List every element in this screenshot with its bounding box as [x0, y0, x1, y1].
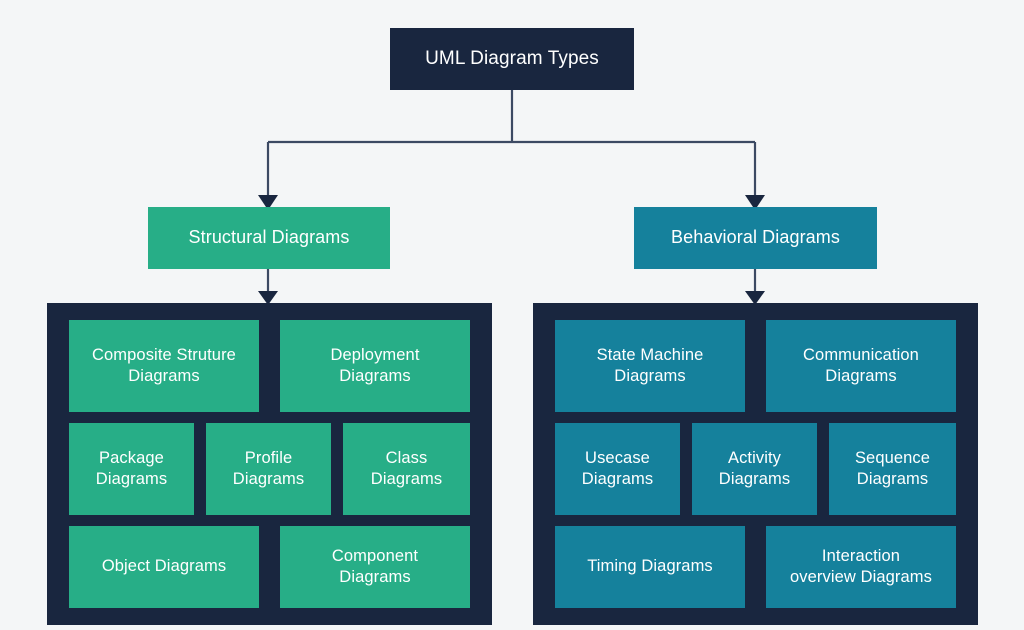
leaf-timing-diagrams[interactable]: Timing Diagrams [555, 526, 745, 608]
branch-node-structural-diagrams[interactable]: Structural Diagrams [148, 207, 390, 269]
leaf-class-diagrams[interactable]: Class Diagrams [343, 423, 470, 515]
leaf-composite-structure-diagrams[interactable]: Composite Struture Diagrams [69, 320, 259, 412]
leaf-state-machine-diagrams[interactable]: State Machine Diagrams [555, 320, 745, 412]
leaf-component-diagrams[interactable]: Component Diagrams [280, 526, 470, 608]
leaf-communication-diagrams[interactable]: Communication Diagrams [766, 320, 956, 412]
leaf-activity-diagrams[interactable]: Activity Diagrams [692, 423, 817, 515]
leaf-package-diagrams[interactable]: Package Diagrams [69, 423, 194, 515]
leaf-deployment-diagrams[interactable]: Deployment Diagrams [280, 320, 470, 412]
leaf-interaction-overview-diagrams[interactable]: Interaction overview Diagrams [766, 526, 956, 608]
leaf-sequence-diagrams[interactable]: Sequence Diagrams [829, 423, 956, 515]
panel-structural-diagrams: Composite Struture Diagrams Deployment D… [47, 303, 492, 625]
branch-node-behavioral-diagrams[interactable]: Behavioral Diagrams [634, 207, 877, 269]
leaf-object-diagrams[interactable]: Object Diagrams [69, 526, 259, 608]
root-node-uml-diagram-types[interactable]: UML Diagram Types [390, 28, 634, 90]
leaf-profile-diagrams[interactable]: Profile Diagrams [206, 423, 331, 515]
leaf-usecase-diagrams[interactable]: Usecase Diagrams [555, 423, 680, 515]
panel-behavioral-diagrams: State Machine Diagrams Communication Dia… [533, 303, 978, 625]
